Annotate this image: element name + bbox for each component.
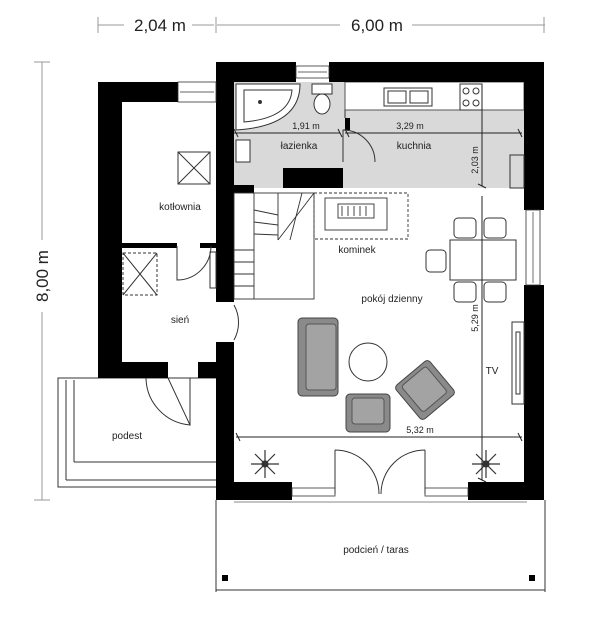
armchair-bottom bbox=[345, 393, 391, 433]
dimension-living-width: 5,32 m bbox=[406, 425, 434, 435]
dimension-kitchen-width: 3,29 m bbox=[396, 121, 424, 131]
coffee-table bbox=[348, 342, 388, 382]
terrace-post-left bbox=[222, 575, 228, 581]
terrace-post-right bbox=[529, 575, 535, 581]
plant-icon bbox=[472, 450, 500, 478]
room-label-kitchen: kuchnia bbox=[397, 141, 432, 152]
armchair-right bbox=[395, 360, 455, 420]
doors bbox=[145, 129, 426, 495]
room-label-living: pokój dzienny bbox=[361, 294, 422, 305]
walls bbox=[98, 62, 544, 500]
room-label-landing: podest bbox=[112, 431, 142, 442]
fireplace bbox=[313, 192, 409, 240]
dimension-bathroom-width: 1,91 m bbox=[292, 121, 320, 131]
kitchen-fixtures bbox=[344, 83, 525, 189]
room-label-fireplace: kominek bbox=[338, 245, 376, 256]
kitchen-counter bbox=[344, 81, 525, 111]
room-label-vestibule: sień bbox=[171, 315, 189, 326]
boiler-fixtures bbox=[122, 151, 217, 296]
dimension-top-left: 2,04 m bbox=[134, 16, 186, 35]
room-label-boiler: kotłownia bbox=[159, 202, 201, 213]
terrace-area bbox=[215, 500, 546, 592]
room-label-terrace: podcień / taras bbox=[343, 545, 409, 556]
staircase bbox=[233, 192, 315, 300]
dimension-side: 8,00 m bbox=[33, 250, 52, 302]
sofa-left bbox=[297, 317, 339, 397]
bath-drain-icon bbox=[258, 100, 262, 104]
interior-dimensions bbox=[234, 84, 522, 480]
dimension-lines bbox=[34, 17, 545, 501]
room-label-bathroom: łazienka bbox=[281, 141, 318, 152]
plant-icon bbox=[251, 450, 279, 478]
dimension-living-depth: 5,29 m bbox=[470, 304, 480, 332]
label-tv: TV bbox=[486, 366, 499, 377]
dimension-ticks bbox=[233, 128, 523, 483]
dining-set bbox=[425, 217, 517, 303]
dimension-kitchen-depth: 2,03 m bbox=[470, 146, 480, 174]
tv-cabinet bbox=[511, 321, 525, 405]
bathroom-fixtures bbox=[235, 83, 333, 163]
dimension-top-right: 6,00 m bbox=[351, 16, 403, 35]
